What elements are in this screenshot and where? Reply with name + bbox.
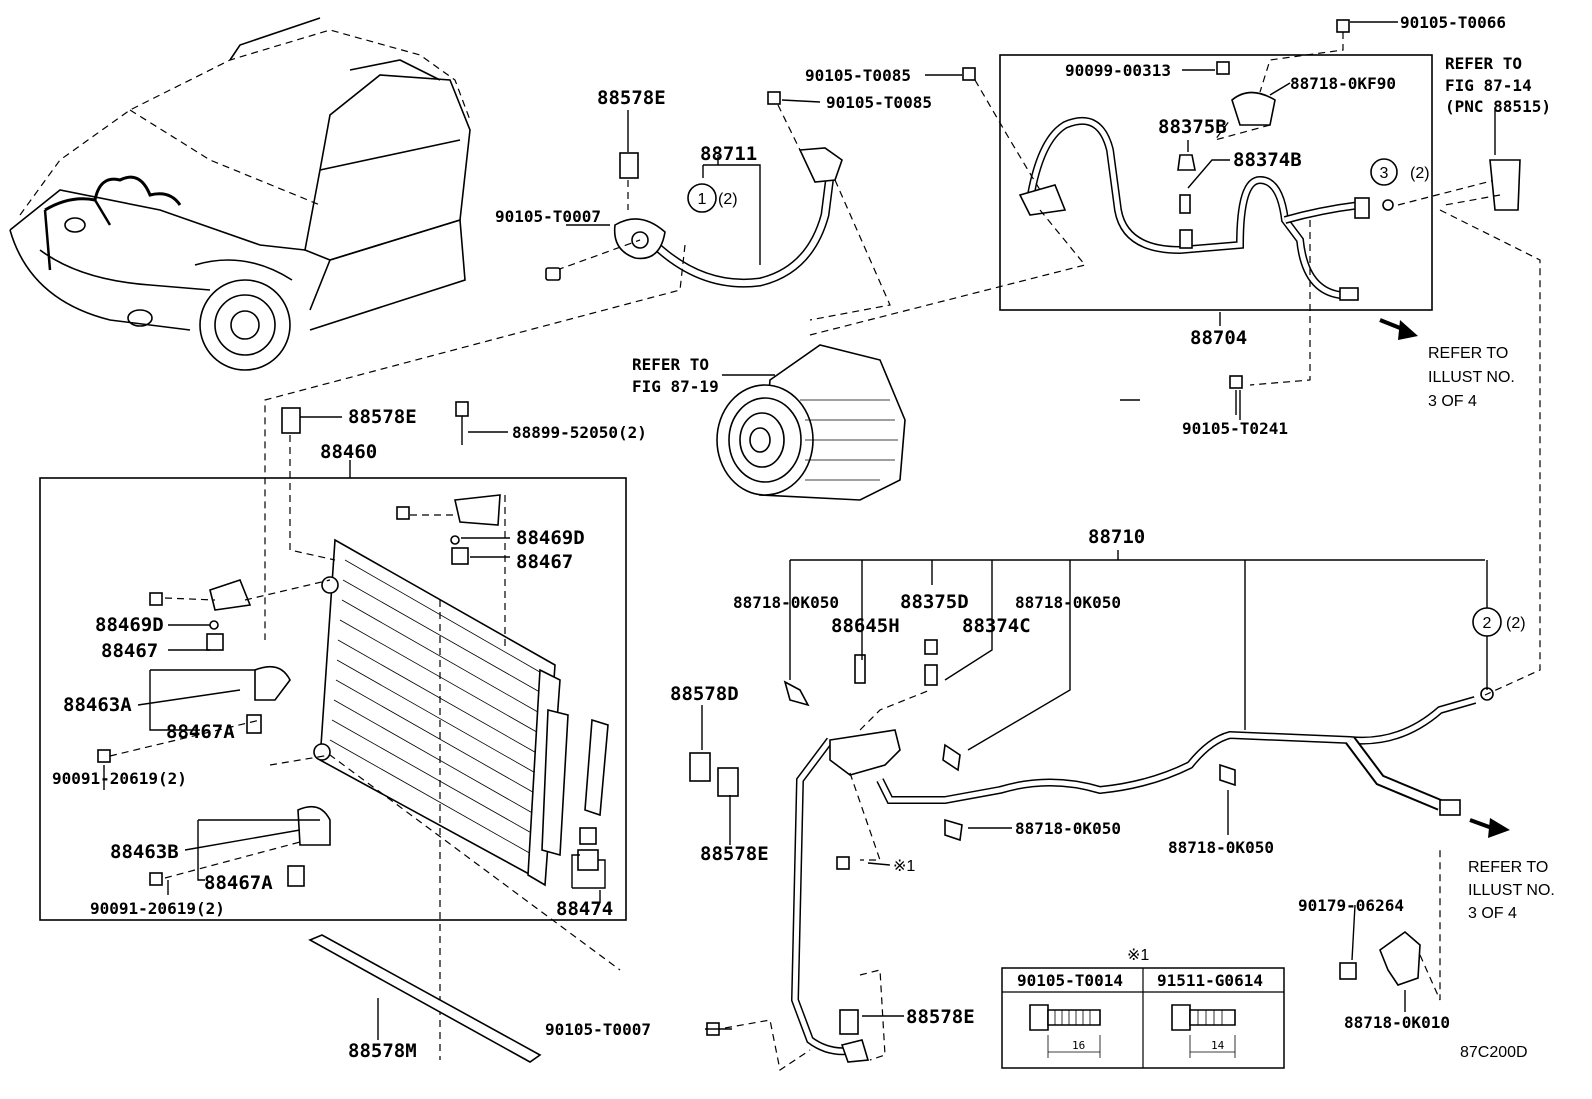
label-88578M: 88578M — [348, 1040, 417, 1062]
label-88899-52050: 88899-52050(2) — [512, 423, 647, 442]
label-88718-0K050-c: 88718-0K050 — [1015, 819, 1121, 838]
label-88718-0K050-d: 88718-0K050 — [1168, 838, 1274, 857]
callout-2: 2 — [1472, 607, 1502, 637]
label-90091-a: 90091-20619(2) — [52, 769, 187, 788]
svg-text:FIG 87-19: FIG 87-19 — [632, 377, 719, 396]
label-88645H: 88645H — [831, 615, 900, 637]
expansion-valve-part — [1489, 159, 1521, 211]
label-88463B: 88463B — [110, 841, 179, 863]
svg-text:REFER TO: REFER TO — [1445, 54, 1522, 73]
label-88467A-b: 88467A — [204, 872, 273, 894]
label-90105-T0066: 90105-T0066 — [1400, 13, 1506, 32]
label-88578D: 88578D — [670, 683, 739, 705]
svg-text:1: 1 — [698, 191, 707, 208]
label-88718-0K010: 88718-0K010 — [1344, 1013, 1450, 1032]
vehicle-illustration — [9, 17, 471, 371]
label-88467A-a: 88467A — [166, 721, 235, 743]
group-88704-box — [999, 54, 1433, 311]
label-88460: 88460 — [320, 441, 377, 463]
label-mark1-bolt: ※1 — [893, 858, 915, 875]
bolt-table-col-1: 90105-T0014 — [1017, 971, 1123, 990]
pipe-88704 — [809, 19, 1496, 386]
label-90105-T0007-top: 90105-T0007 — [495, 207, 601, 226]
svg-text:REFER TO: REFER TO — [632, 355, 709, 374]
refer-fig-87-19: REFER TO FIG 87-19 — [632, 355, 719, 396]
svg-text:FIG 87-14: FIG 87-14 — [1445, 76, 1532, 95]
label-90179-06264: 90179-06264 — [1298, 896, 1404, 915]
qty-c1: (2) — [718, 191, 738, 208]
svg-text:REFER TO: REFER TO — [1468, 859, 1548, 876]
group-88460-box — [39, 477, 627, 921]
qty-c3: (2) — [1410, 165, 1430, 182]
bolt-length-2: 14 — [1211, 1039, 1225, 1052]
hose-88711 — [264, 104, 891, 640]
label-88467-b: 88467 — [101, 640, 158, 662]
clip-88718-0K010 — [1379, 930, 1421, 986]
label-88718-0KF90: 88718-0KF90 — [1290, 74, 1396, 93]
label-88578E-mid: 88578E — [348, 406, 417, 428]
compressor — [716, 344, 906, 501]
svg-text:3: 3 — [1380, 165, 1389, 182]
qty-c2: (2) — [1506, 615, 1526, 632]
svg-text:2: 2 — [1483, 615, 1492, 632]
svg-text:ILLUST NO.: ILLUST NO. — [1468, 882, 1555, 899]
label-88711: 88711 — [700, 143, 757, 165]
bolt-table-title: ※1 — [1127, 947, 1149, 964]
label-88374C: 88374C — [962, 615, 1031, 637]
label-88469D-a: 88469D — [516, 527, 585, 549]
callout-3: 3 — [1370, 158, 1398, 186]
label-88578E-bot: 88578E — [906, 1006, 975, 1028]
bar-88578M — [308, 934, 542, 1063]
label-88374B: 88374B — [1233, 149, 1302, 171]
bolt-table: ※1 90105-T0014 91511-G0614 16 14 — [1001, 947, 1285, 1069]
label-90105-T0085-b: 90105-T0085 — [826, 93, 932, 112]
label-88375D: 88375D — [900, 591, 969, 613]
label-88474: 88474 — [556, 898, 613, 920]
label-90099-00313: 90099-00313 — [1065, 61, 1171, 80]
svg-text:ILLUST NO.: ILLUST NO. — [1428, 369, 1515, 386]
refer-fig-87-14: REFER TO FIG 87-14 (PNC 88515) — [1445, 54, 1551, 116]
label-88710: 88710 — [1088, 526, 1145, 548]
bolt-table-col-2: 91511-G0614 — [1157, 971, 1263, 990]
label-88578E-low: 88578E — [700, 843, 769, 865]
figure-code: 87C200D — [1460, 1044, 1528, 1061]
label-88467-a: 88467 — [516, 551, 573, 573]
label-88718-0K050-b: 88718-0K050 — [1015, 593, 1121, 612]
svg-text:REFER TO: REFER TO — [1428, 345, 1508, 362]
label-90105-T0241: 90105-T0241 — [1182, 419, 1288, 438]
label-88704: 88704 — [1190, 327, 1247, 349]
pipe-88710 — [689, 639, 1494, 1071]
label-90105-T0085-a: 90105-T0085 — [805, 66, 911, 85]
refer-illust-a: REFER TO ILLUST NO. 3 OF 4 — [1428, 345, 1515, 410]
bolt-length-1: 16 — [1072, 1039, 1085, 1052]
svg-text:3 OF 4: 3 OF 4 — [1428, 393, 1477, 410]
label-88375B: 88375B — [1158, 116, 1227, 138]
label-88718-0K050-a: 88718-0K050 — [733, 593, 839, 612]
svg-text:(PNC 88515): (PNC 88515) — [1445, 97, 1551, 116]
label-90091-b: 90091-20619(2) — [90, 899, 225, 918]
refer-illust-b: REFER TO ILLUST NO. 3 OF 4 — [1468, 859, 1555, 922]
condenser-88460 — [97, 401, 621, 1060]
label-88469D-b: 88469D — [95, 614, 164, 636]
label-90105-T0007-bot: 90105-T0007 — [545, 1020, 651, 1039]
label-88578E-top: 88578E — [597, 87, 666, 109]
svg-text:3 OF 4: 3 OF 4 — [1468, 905, 1517, 922]
label-88463A: 88463A — [63, 694, 132, 716]
callout-1: 1 — [687, 183, 717, 213]
